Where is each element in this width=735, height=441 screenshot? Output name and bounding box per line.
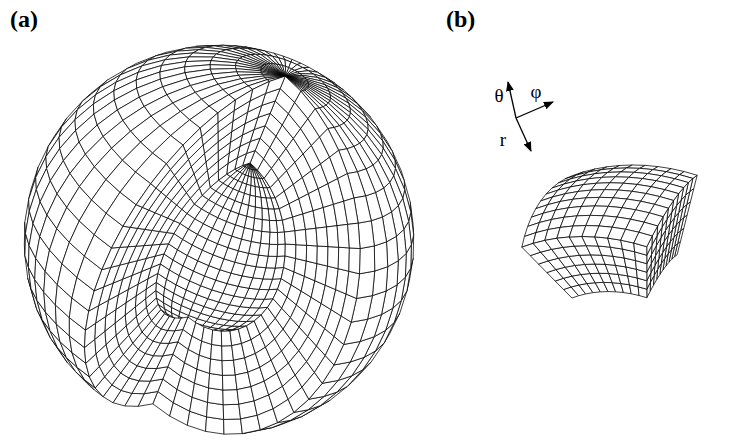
mesh-cell xyxy=(305,228,317,246)
mesh-cell xyxy=(338,174,354,202)
mesh-cell xyxy=(202,327,213,344)
mesh-cell xyxy=(223,404,240,419)
panel-label: (b) xyxy=(446,6,475,32)
mesh-cell xyxy=(255,207,263,220)
mesh-cell xyxy=(136,184,156,208)
mesh-cell xyxy=(634,232,652,246)
mesh-cell xyxy=(327,226,339,248)
mesh-cell xyxy=(261,73,285,77)
axis-arrow xyxy=(508,82,516,118)
mesh-cell xyxy=(123,205,142,228)
mesh-cell xyxy=(285,244,296,258)
mesh-cell xyxy=(348,223,360,248)
mesh-cell xyxy=(277,232,285,244)
mesh-cell xyxy=(241,415,261,433)
coordinate-axes xyxy=(508,82,553,151)
label-holder: φ xyxy=(531,82,542,103)
mesh-cell xyxy=(207,402,224,419)
mesh-cell xyxy=(344,198,358,224)
mesh-cell xyxy=(261,71,285,76)
mesh-cell xyxy=(223,390,239,405)
mesh-cell xyxy=(330,150,348,178)
mesh-cell xyxy=(269,232,277,244)
mesh-cell xyxy=(262,220,270,233)
mesh-cell xyxy=(212,330,222,346)
shell-block-mesh xyxy=(522,165,697,298)
mesh-cell xyxy=(112,226,131,248)
mesh-cell xyxy=(359,246,374,274)
mesh-cell xyxy=(255,187,261,198)
mesh-cell xyxy=(218,100,236,123)
mesh-cell xyxy=(222,375,237,390)
mesh-cell xyxy=(206,417,224,434)
mesh-cell xyxy=(234,89,253,110)
mesh-cell xyxy=(94,267,111,290)
mesh-cell xyxy=(166,145,185,169)
mesh-cell xyxy=(341,294,356,322)
mesh-cell xyxy=(208,388,224,405)
mesh-cell xyxy=(211,344,222,360)
mesh-cell xyxy=(262,208,270,220)
mesh-cell xyxy=(374,242,387,271)
mesh-cell xyxy=(317,246,328,266)
mesh-cell xyxy=(102,247,120,269)
mesh-cell xyxy=(89,287,104,311)
mesh-cell xyxy=(255,196,262,208)
axis-arrow xyxy=(516,102,553,118)
mesh-cell xyxy=(209,373,223,390)
mesh-cell xyxy=(260,231,269,244)
mesh-cell xyxy=(261,69,285,76)
mesh-cell xyxy=(151,164,171,188)
mesh-cell xyxy=(316,227,328,247)
label-holder: r xyxy=(500,130,506,151)
spherical-shell-mesh xyxy=(24,45,413,434)
mesh-cell xyxy=(250,81,269,100)
mesh-cell xyxy=(261,67,285,76)
label-holder: (a) xyxy=(10,6,38,32)
mesh-cell xyxy=(284,231,296,245)
mesh-cell xyxy=(346,271,359,298)
mesh-cell xyxy=(349,248,360,274)
mesh-cell xyxy=(296,245,307,261)
mesh-cell xyxy=(207,228,222,243)
label-holder: (b) xyxy=(446,6,475,32)
mesh-cell xyxy=(269,220,277,232)
mesh-cell xyxy=(210,359,223,375)
mesh-cell xyxy=(189,53,217,57)
axis-arrow xyxy=(516,118,531,151)
mesh-cell xyxy=(222,360,235,375)
axis-label: r xyxy=(500,130,506,151)
axis-label: φ xyxy=(531,82,542,103)
mesh-cell xyxy=(277,244,285,256)
mesh-cell xyxy=(337,224,349,247)
mesh-cell xyxy=(338,247,349,271)
mesh-cell xyxy=(224,419,243,434)
mesh-cell xyxy=(261,68,285,76)
label-holder: θ xyxy=(494,86,503,107)
mesh-cell xyxy=(183,128,202,152)
mesh-cell xyxy=(295,230,307,246)
mesh-cell xyxy=(306,245,317,263)
axis-label: θ xyxy=(494,86,503,107)
mesh-cell xyxy=(328,247,339,269)
panel-label: (a) xyxy=(10,6,38,32)
mesh-cell xyxy=(200,113,218,137)
mesh-cell xyxy=(358,221,374,249)
